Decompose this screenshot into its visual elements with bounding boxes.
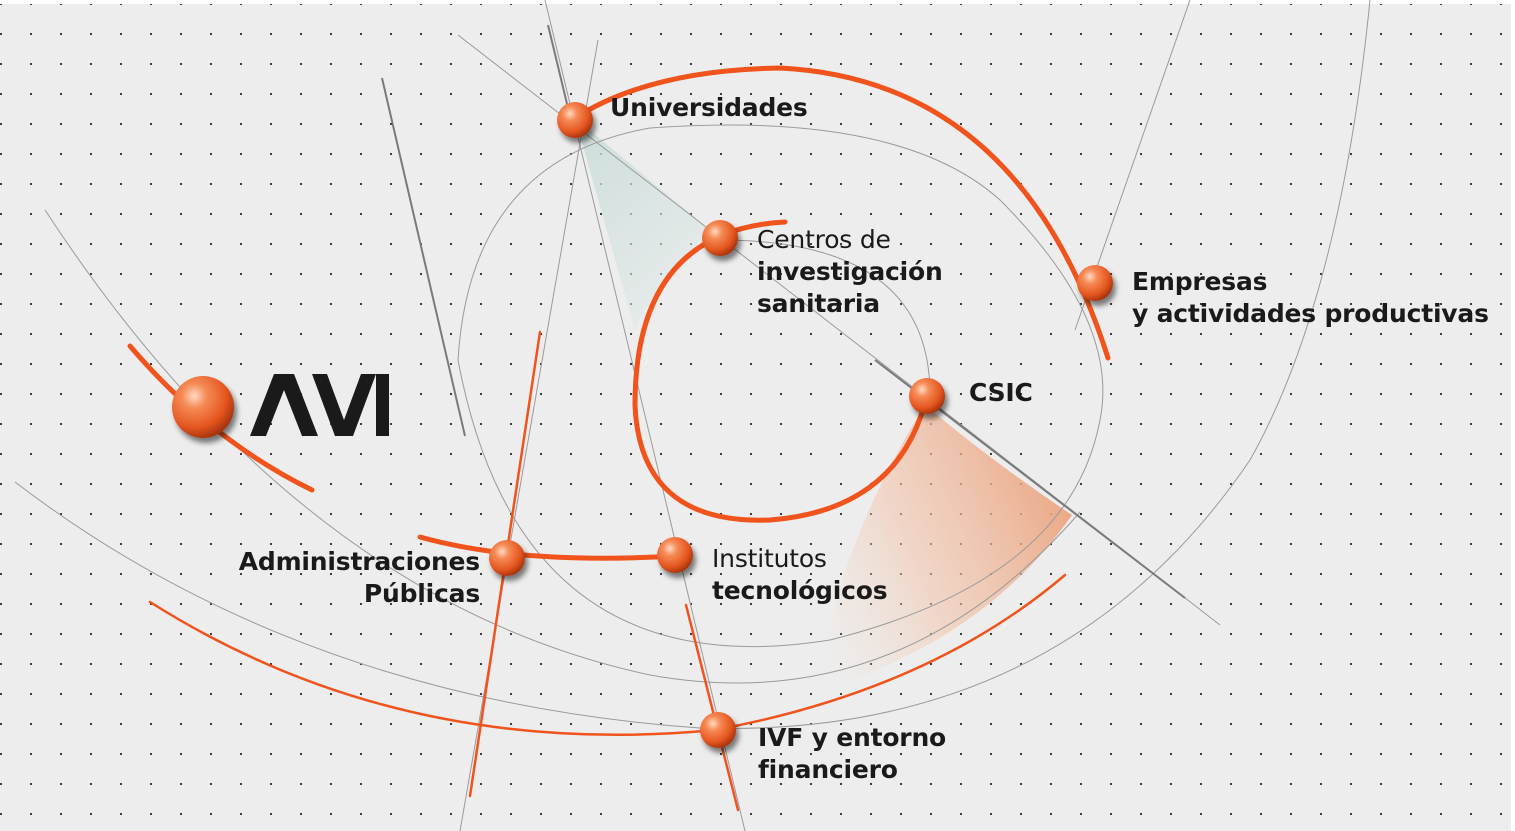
node-ivf bbox=[700, 712, 736, 748]
empresas-line-2: y actividades productivas bbox=[1132, 299, 1489, 328]
institutos-line-1: Institutos bbox=[712, 544, 827, 573]
avi-node bbox=[172, 376, 234, 438]
node-institutos bbox=[657, 537, 693, 573]
spiral bbox=[632, 219, 930, 523]
label-universidades: Universidades bbox=[610, 92, 808, 124]
arc-lower-outer bbox=[148, 573, 1067, 737]
centros-line-1: Centros de bbox=[757, 225, 891, 254]
spoke-ivf bbox=[684, 603, 740, 812]
label-centros: Centros de investigación sanitaria bbox=[757, 224, 943, 320]
centros-line-3: sanitaria bbox=[757, 289, 880, 318]
avi-logo-letters bbox=[250, 374, 389, 436]
guide-diagonal-b bbox=[459, 39, 599, 831]
administraciones-line-1: Administraciones bbox=[238, 547, 480, 576]
guide-dark-c bbox=[547, 24, 569, 109]
label-csic: CSIC bbox=[969, 377, 1033, 409]
label-institutos: Institutos tecnológicos bbox=[712, 543, 888, 607]
guide-small-loop bbox=[719, 239, 931, 396]
centros-line-2: investigación bbox=[757, 257, 943, 286]
guide-circle-mid bbox=[457, 124, 1104, 648]
node-csic bbox=[909, 378, 945, 414]
link-admin-institutos bbox=[417, 534, 678, 561]
csic-line-1: CSIC bbox=[969, 378, 1033, 407]
ivf-line-1: IVF y entorno bbox=[758, 723, 947, 752]
node-universidades bbox=[557, 102, 593, 138]
right-margin bbox=[1511, 0, 1515, 831]
node-administraciones bbox=[489, 540, 525, 576]
avi-logo bbox=[250, 374, 389, 436]
ivf-line-2: financiero bbox=[758, 755, 898, 784]
guide-dark-a bbox=[381, 77, 466, 437]
empresas-line-1: Empresas bbox=[1132, 267, 1268, 296]
peach-sector bbox=[820, 405, 1072, 690]
guide-arc-b bbox=[14, 0, 1371, 729]
teal-sector bbox=[575, 118, 710, 330]
administraciones-line-2: Públicas bbox=[363, 579, 480, 608]
arc-universidades-empresas bbox=[572, 65, 1111, 361]
universidades-line-1: Universidades bbox=[610, 93, 808, 122]
guide-diagonal-c bbox=[544, 0, 746, 831]
node-centros bbox=[702, 220, 738, 256]
institutos-line-2: tecnológicos bbox=[712, 576, 888, 605]
label-empresas: Empresas y actividades productivas bbox=[1132, 266, 1489, 330]
node-empresas bbox=[1077, 265, 1113, 301]
label-ivf: IVF y entorno financiero bbox=[758, 722, 946, 786]
top-margin bbox=[0, 0, 1515, 4]
